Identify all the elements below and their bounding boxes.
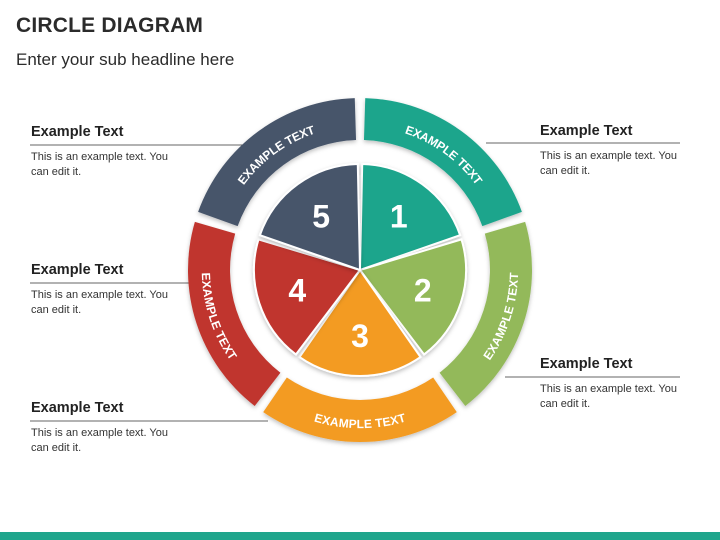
callout-heading: Example Text [31, 124, 124, 140]
ring-segment-4 [187, 221, 281, 406]
segment-number-3: 3 [351, 318, 369, 354]
wedge-1 [358, 162, 462, 272]
wedge-2 [358, 238, 467, 356]
callout-body: This is an example text. You can edit it… [31, 427, 168, 454]
callout-top-left: Example Text This is an example text. Yo… [31, 124, 191, 180]
segment-number-4: 4 [288, 272, 306, 308]
callout-body: This is an example text. You can edit it… [540, 383, 677, 410]
wedge-3 [298, 268, 422, 378]
callout-heading: Example Text [31, 400, 124, 416]
callout-body: This is an example text. You can edit it… [540, 150, 677, 177]
segment-number-2: 2 [414, 272, 432, 308]
page-subtitle: Enter your sub headline here [16, 50, 235, 69]
callout-body: This is an example text. You can edit it… [31, 151, 168, 178]
segment-number-1: 1 [390, 199, 408, 235]
ring-segment-3 [263, 377, 457, 442]
page-title: CIRCLE DIAGRAM [16, 14, 204, 37]
callout-body: This is an example text. You can edit it… [31, 289, 168, 316]
segment-number-5: 5 [312, 199, 330, 235]
callout-middle-left: Example Text This is an example text. Yo… [31, 262, 191, 318]
callout-top-right: Example Text This is an example text. Yo… [540, 123, 700, 179]
ring-segment-1 [363, 98, 522, 227]
bottom-accent-bar [0, 532, 720, 540]
callout-bottom-right: Example Text This is an example text. Yo… [540, 356, 700, 412]
ring-segment-5 [198, 98, 357, 227]
callout-bottom-left: Example Text This is an example text. Yo… [31, 400, 191, 456]
segment-label-3: EXAMPLE TEXT [313, 411, 408, 432]
callout-heading: Example Text [540, 356, 633, 372]
ring-segment-2 [439, 221, 533, 406]
wedge-5 [258, 162, 362, 272]
callout-heading: Example Text [31, 262, 124, 278]
wedge-4 [253, 238, 362, 356]
callout-heading: Example Text [540, 123, 633, 139]
